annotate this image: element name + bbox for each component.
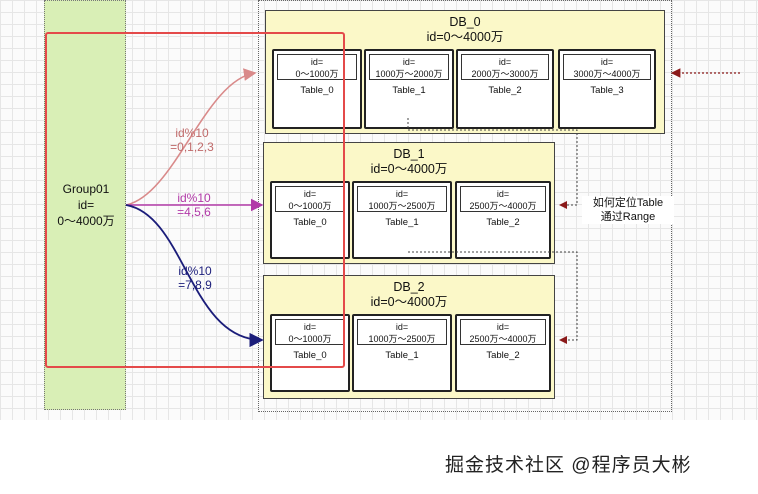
table-range-header: id= 2500万～4000万	[460, 186, 546, 212]
table-head-id: id=	[395, 189, 409, 199]
table-name: Table_2	[486, 350, 520, 361]
highlight-box	[45, 32, 345, 368]
db-1: DB_1 id=0～4000万 id= 0～1000万 Table_0 id= …	[263, 142, 555, 264]
table-head-id: id=	[496, 322, 510, 332]
db-0-table-0: id= 0～1000万 Table_0	[272, 49, 362, 129]
watermark: 掘金技术社区 @程序员大彬	[445, 455, 692, 476]
db-0-title: DB_0 id=0～4000万	[266, 15, 664, 45]
table-head-range: 2000万～3000万	[471, 69, 539, 79]
table-name: Table_1	[392, 85, 426, 96]
group-name: Group01	[62, 182, 110, 196]
db-1-table-2: id= 2500万～4000万 Table_2	[455, 181, 551, 259]
table-head-id: id=	[402, 57, 416, 67]
db-0-name: DB_0	[449, 15, 481, 29]
db-2-table-2: id= 2500万～4000万 Table_2	[455, 314, 551, 392]
table-name: Table_0	[293, 217, 327, 228]
table-range-header: id= 2000万～3000万	[461, 54, 549, 80]
db-1-range: id=0～4000万	[370, 162, 448, 176]
table-head-id: id=	[303, 322, 317, 332]
table-head-range: 1000万～2500万	[368, 201, 436, 211]
db-2-name: DB_2	[393, 280, 425, 294]
db-1-table-1: id= 1000万～2500万 Table_1	[352, 181, 452, 259]
route-arrows	[125, 68, 740, 348]
table-head-id: id=	[498, 57, 512, 67]
route-label-values: =0,1,2,3	[170, 140, 214, 154]
dotted-arrow-db2	[408, 251, 578, 344]
group01-column: Group01 id= 0～4000万	[44, 0, 126, 410]
group-id-label: id=	[77, 198, 95, 212]
db-2-table-1: id= 1000万～2500万 Table_1	[352, 314, 452, 392]
db-0: DB_0 id=0～4000万 id= 0～1000万 Table_0 id= …	[265, 10, 665, 134]
route-label-values: =7,8,9	[178, 278, 212, 292]
route-label-db1: id%10 =4,5,6	[162, 191, 226, 219]
table-head-id: id=	[600, 57, 614, 67]
table-head-range: 3000万～4000万	[573, 69, 641, 79]
table-range-header: id= 1000万～2500万	[357, 319, 447, 345]
table-name: Table_2	[488, 85, 522, 96]
group01-label: Group01 id= 0～4000万	[45, 181, 127, 229]
table-head-id: id=	[303, 189, 317, 199]
table-range-header: id= 1000万～2000万	[369, 54, 449, 80]
table-head-range: 2500万～4000万	[469, 201, 537, 211]
db-0-table-1: id= 1000万～2000万 Table_1	[364, 49, 454, 129]
table-head-id: id=	[496, 189, 510, 199]
table-name: Table_2	[486, 217, 520, 228]
table-name: Table_1	[385, 217, 419, 228]
table-head-range: 1000万～2000万	[375, 69, 443, 79]
db-0-table-3: id= 3000万～4000万 Table_3	[558, 49, 656, 129]
db-0-table-2: id= 2000万～3000万 Table_2	[456, 49, 554, 129]
route-arrow-db0	[125, 68, 257, 206]
table-name: Table_0	[300, 85, 334, 96]
db-2-table-0: id= 0～1000万 Table_0	[270, 314, 350, 392]
group-range: 0～4000万	[57, 214, 115, 228]
dotted-arrow-db1	[407, 118, 578, 209]
db-2-range: id=0～4000万	[370, 295, 448, 309]
table-head-range: 0～1000万	[288, 201, 332, 211]
route-label-text: id%10	[175, 126, 209, 140]
table-range-header: id= 2500万～4000万	[460, 319, 546, 345]
db-2-title: DB_2 id=0～4000万	[264, 280, 554, 310]
table-head-range: 2500万～4000万	[469, 334, 537, 344]
table-range-header: id= 1000万～2500万	[357, 186, 447, 212]
table-name: Table_1	[385, 350, 419, 361]
db-1-title: DB_1 id=0～4000万	[264, 147, 554, 177]
table-head-id: id=	[395, 322, 409, 332]
note-line-2: 通过Range	[600, 211, 656, 223]
table-range-header: id= 3000万～4000万	[563, 54, 651, 80]
route-arrow-db2	[125, 204, 264, 348]
db-1-name: DB_1	[393, 147, 425, 161]
table-head-range: 1000万～2500万	[368, 334, 436, 344]
route-label-db2: id%10 =7,8,9	[163, 264, 227, 292]
note-line-1: 如何定位Table	[592, 197, 664, 209]
table-name: Table_3	[590, 85, 624, 96]
table-head-id: id=	[310, 57, 324, 67]
db-2: DB_2 id=0～4000万 id= 0～1000万 Table_0 id= …	[263, 275, 555, 399]
table-name: Table_0	[293, 350, 327, 361]
db-0-range: id=0～4000万	[426, 30, 504, 44]
route-label-text: id%10	[177, 191, 211, 205]
table-range-header: id= 0～1000万	[277, 54, 357, 80]
table-head-range: 0～1000万	[295, 69, 339, 79]
table-head-range: 0～1000万	[288, 334, 332, 344]
route-label-db0: id%10 =0,1,2,3	[160, 126, 224, 154]
range-note: 如何定位Table 通过Range	[582, 196, 674, 224]
db-1-table-0: id= 0～1000万 Table_0	[270, 181, 350, 259]
route-label-values: =4,5,6	[177, 205, 211, 219]
route-label-text: id%10	[178, 264, 212, 278]
